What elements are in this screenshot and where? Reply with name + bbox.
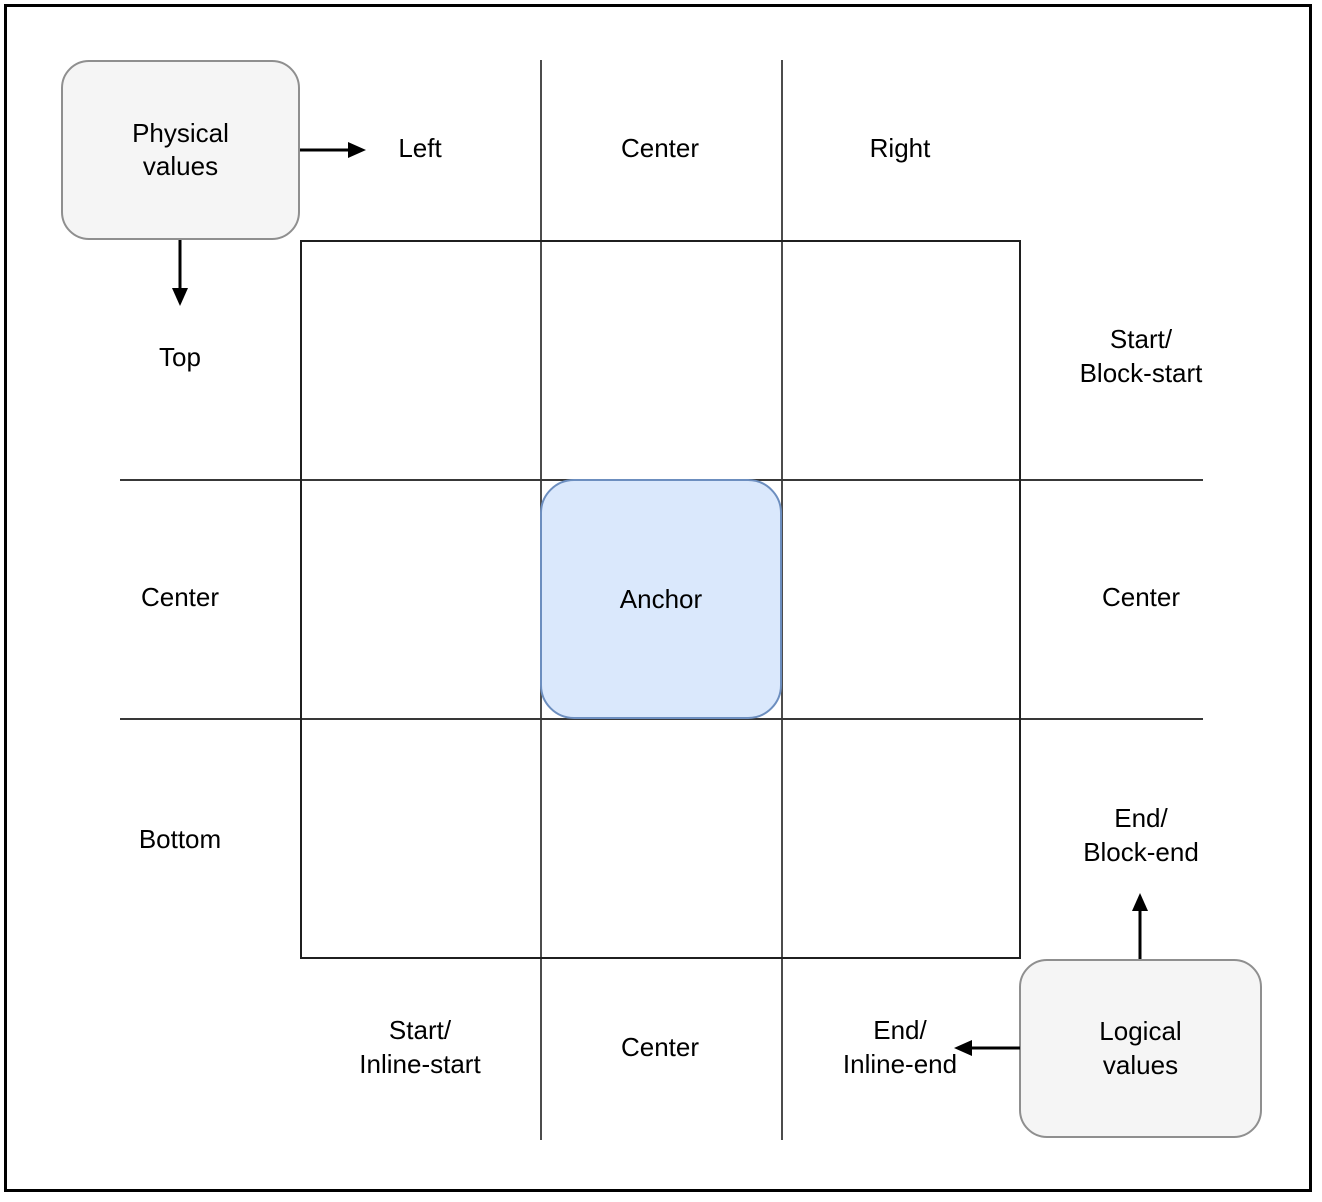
logical-values-label: Logical values (1099, 1016, 1182, 1080)
containing-block-rect (300, 240, 1021, 959)
physical-values-box: Physical values (61, 60, 300, 240)
label-right-center: Center (1101, 582, 1181, 613)
label-bottom-center: Center (620, 1032, 700, 1063)
label-end-inline-end: End/ Inline-end (842, 1015, 958, 1079)
label-start-inline-start: Start/ Inline-start (359, 1015, 481, 1079)
label-top-center: Center (620, 133, 700, 164)
label-top: Top (159, 342, 201, 373)
arrow-down-icon (172, 240, 188, 306)
grid-horizontal-line-bottom (120, 718, 1203, 720)
arrow-left-icon (954, 1040, 1020, 1056)
label-left: Left (398, 133, 442, 164)
label-left-center: Center (140, 582, 220, 613)
grid-vertical-line-right (781, 60, 783, 1140)
arrow-up-icon (1132, 893, 1148, 959)
outer-border (4, 4, 1312, 1192)
anchor-box: Anchor (540, 479, 782, 719)
logical-values-box: Logical values (1019, 959, 1262, 1138)
arrow-right-icon (300, 142, 366, 158)
label-right: Right (869, 133, 931, 164)
label-start-block-start: Start/ Block-start (1079, 324, 1203, 388)
label-end-block-end: End/ Block-end (1083, 803, 1199, 867)
label-bottom: Bottom (138, 824, 222, 855)
anchor-box-label: Anchor (619, 583, 703, 614)
physical-values-label: Physical values (132, 117, 229, 181)
